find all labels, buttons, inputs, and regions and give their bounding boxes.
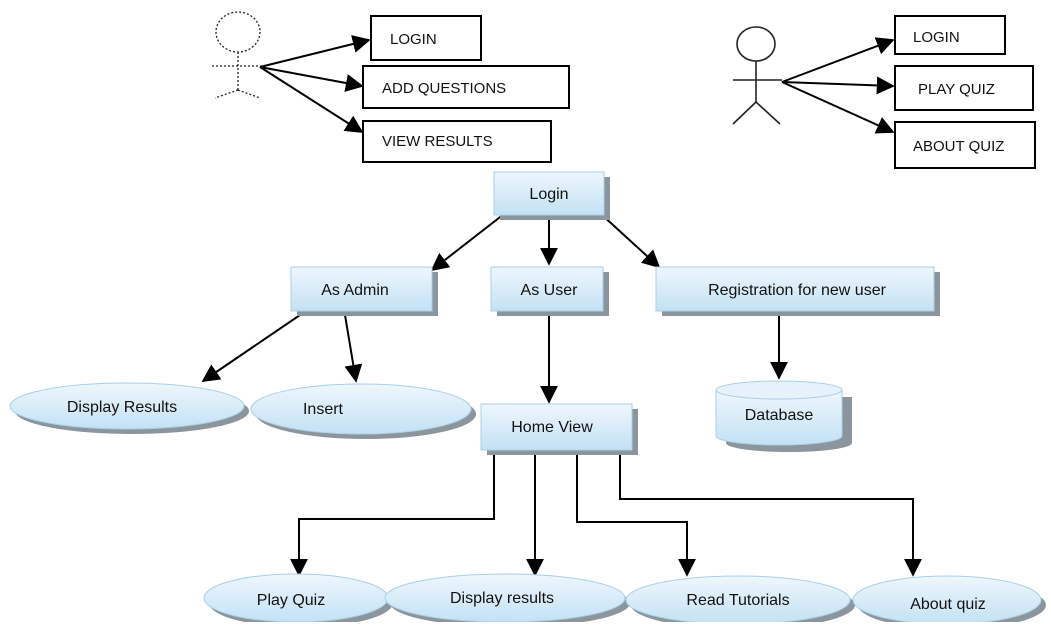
node-display-results-admin: Display Results xyxy=(9,382,249,434)
node-registration-label: Registration for new user xyxy=(708,282,887,299)
admin-arrow-add xyxy=(259,66,364,92)
admin-action-login-label: LOGIN xyxy=(390,31,437,48)
user-arrow-play xyxy=(781,76,895,95)
node-as-user-label: As User xyxy=(521,282,579,299)
user-action-login: LOGIN xyxy=(894,15,1006,55)
node-login-label: Login xyxy=(529,186,568,203)
admin-arrow-view xyxy=(259,66,364,133)
arrow-home-to-about-quiz xyxy=(619,452,922,577)
arrow-home-to-read-tutorials xyxy=(576,452,696,577)
node-about-quiz: About quiz xyxy=(852,575,1046,627)
node-registration: Registration for new user xyxy=(655,266,940,316)
node-as-user: As User xyxy=(490,266,609,316)
user-arrow-login xyxy=(781,37,895,83)
admin-action-view-results: VIEW RESULTS xyxy=(362,120,552,163)
node-display-results-admin-label: Display Results xyxy=(67,399,177,416)
node-home-view-label: Home View xyxy=(511,419,593,436)
node-login: Login xyxy=(493,171,610,220)
database-label: Database xyxy=(745,407,814,424)
node-as-admin: As Admin xyxy=(290,266,438,316)
arrow-login-to-registration xyxy=(600,213,661,269)
node-home-view: Home View xyxy=(480,403,638,455)
node-play-quiz: Play Quiz xyxy=(203,573,393,627)
user-action-login-label: LOGIN xyxy=(913,29,960,46)
admin-actor-icon xyxy=(212,11,262,99)
user-arrow-about xyxy=(781,81,895,134)
user-action-about-quiz-label: ABOUT QUIZ xyxy=(913,138,1004,155)
node-play-quiz-label: Play Quiz xyxy=(257,592,325,609)
user-action-play-quiz-label: PLAY QUIZ xyxy=(918,81,995,98)
user-action-about-quiz: ABOUT QUIZ xyxy=(894,121,1036,169)
arrow-admin-to-display-results xyxy=(201,314,301,383)
node-insert: Insert xyxy=(250,383,476,439)
admin-action-login: LOGIN xyxy=(370,15,482,61)
database-icon: Database xyxy=(715,380,852,452)
node-display-results-user: Display results xyxy=(384,573,630,627)
node-display-results-user-label: Display results xyxy=(450,590,554,607)
admin-arrow-login xyxy=(259,35,371,68)
node-as-admin-label: As Admin xyxy=(321,282,389,299)
node-about-quiz-label: About quiz xyxy=(910,596,986,613)
admin-action-add-questions: ADD QUESTIONS xyxy=(362,65,570,109)
admin-action-add-questions-label: ADD QUESTIONS xyxy=(382,80,506,97)
arrow-login-to-admin xyxy=(430,213,505,272)
arrow-admin-to-insert xyxy=(344,314,363,383)
admin-action-view-results-label: VIEW RESULTS xyxy=(382,133,493,150)
arrow-home-to-play-quiz xyxy=(290,452,495,577)
node-insert-label: Insert xyxy=(303,401,344,418)
user-action-play-quiz: PLAY QUIZ xyxy=(894,65,1034,111)
node-read-tutorials: Read Tutorials xyxy=(625,575,855,627)
node-read-tutorials-label: Read Tutorials xyxy=(686,592,789,609)
user-actor-icon xyxy=(732,26,782,125)
